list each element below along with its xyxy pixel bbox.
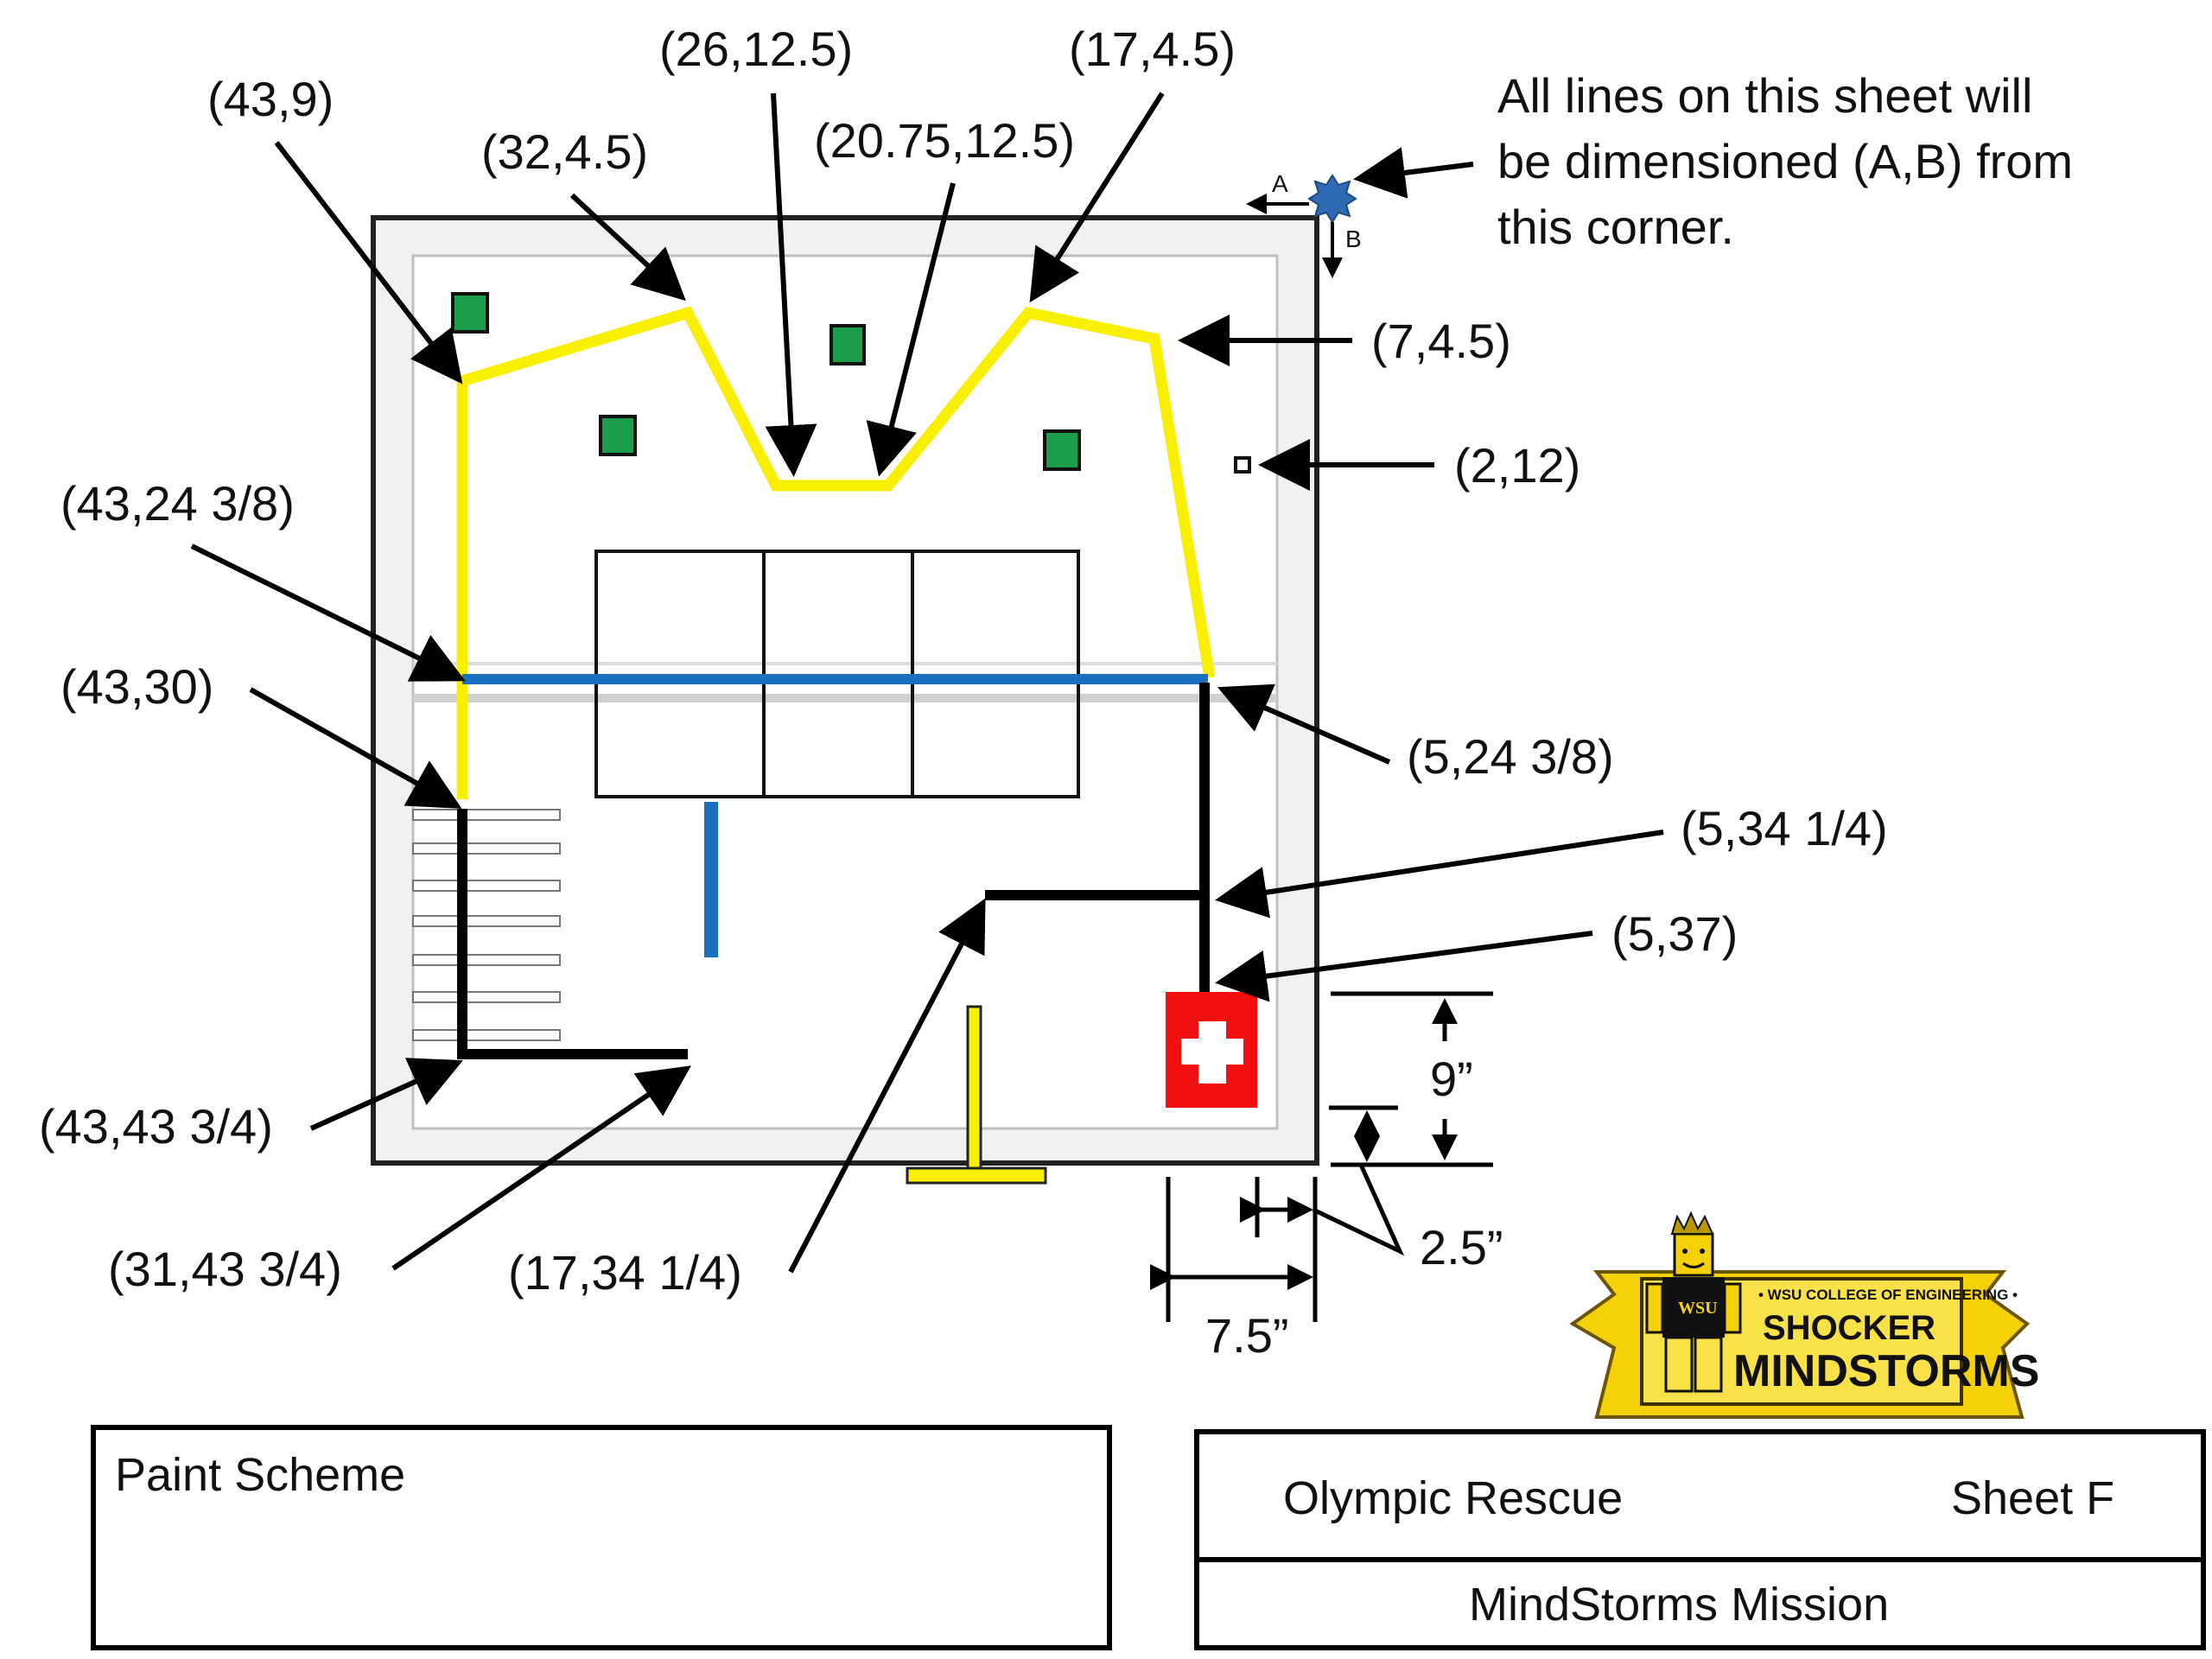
note-line-2: be dimensioned (A,B) from bbox=[1497, 134, 2073, 188]
minifigure-icon: WSU bbox=[1645, 1211, 1742, 1393]
label-31-43-3-4: (31,43 3/4) bbox=[108, 1242, 342, 1296]
label-32-4-5: (32,4.5) bbox=[481, 124, 648, 179]
green-markers bbox=[451, 292, 1081, 471]
green-marker bbox=[1043, 429, 1081, 471]
shocker-mindstorms-logo: • WSU COLLEGE OF ENGINEERING • SHOCKER M… bbox=[1569, 1211, 2039, 1419]
note-line-1: All lines on this sheet will bbox=[1497, 68, 2032, 123]
label-7-4-5: (7,4.5) bbox=[1371, 314, 1511, 368]
axis-a-label: A bbox=[1272, 170, 1288, 197]
paint-scheme-label: Paint Scheme bbox=[115, 1449, 405, 1501]
label-2-12: (2,12) bbox=[1454, 438, 1580, 493]
label-43-43-3-4: (43,43 3/4) bbox=[39, 1099, 273, 1154]
black-lines bbox=[457, 683, 1210, 1059]
label-17-34-1-4: (17,34 1/4) bbox=[508, 1245, 742, 1300]
sheet-label: Sheet F bbox=[1951, 1472, 2114, 1524]
small-square-marker bbox=[1234, 456, 1251, 474]
point-labels: (43,9) (32,4.5) (26,12.5) (20.75,12.5) (… bbox=[39, 22, 1888, 1300]
green-marker bbox=[451, 292, 489, 334]
green-marker bbox=[830, 324, 866, 365]
label-5-24-3-8: (5,24 3/8) bbox=[1407, 729, 1614, 784]
dimension-note: All lines on this sheet will be dimensio… bbox=[1353, 68, 2073, 254]
label-43-24-3-8: (43,24 3/8) bbox=[60, 476, 295, 531]
label-43-30: (43,30) bbox=[60, 659, 213, 714]
label-26-12-5: (26,12.5) bbox=[659, 22, 853, 76]
dimension-labels: 9” 2.5” 7.5” bbox=[1205, 1052, 1503, 1363]
leader-arrows bbox=[190, 92, 1664, 1274]
minifigure-shirt-text: WSU bbox=[1678, 1299, 1718, 1318]
dimension-lines bbox=[1150, 991, 1493, 1322]
mission-name: Olympic Rescue bbox=[1283, 1472, 1623, 1524]
origin-star-icon: A B bbox=[1246, 170, 1362, 278]
yellow-t-post bbox=[906, 1005, 1047, 1185]
label-5-37: (5,37) bbox=[1611, 906, 1738, 961]
logo-line-1: SHOCKER bbox=[1763, 1309, 1936, 1347]
mission-footer: MindStorms Mission bbox=[1469, 1579, 1889, 1630]
red-cross-icon bbox=[1166, 992, 1257, 1108]
logo-line-2: MINDSTORMS bbox=[1733, 1346, 2039, 1396]
ladder-steps bbox=[412, 809, 561, 1041]
axis-b-label: B bbox=[1345, 226, 1362, 252]
note-line-3: this corner. bbox=[1497, 200, 1734, 254]
logo-college-text: • WSU COLLEGE OF ENGINEERING • bbox=[1758, 1287, 2018, 1303]
dimension-9in: 9” bbox=[1430, 1052, 1473, 1106]
dimension-2-5in: 2.5” bbox=[1420, 1220, 1503, 1274]
label-5-34-1-4: (5,34 1/4) bbox=[1681, 801, 1888, 855]
mission-title-block: Olympic Rescue Sheet F MindStorms Missio… bbox=[1194, 1429, 2206, 1650]
paint-scheme-box: Paint Scheme bbox=[91, 1425, 1112, 1650]
green-marker bbox=[599, 415, 637, 456]
label-17-4-5: (17,4.5) bbox=[1069, 22, 1236, 76]
label-43-9: (43,9) bbox=[207, 72, 334, 126]
dimension-7-5in: 7.5” bbox=[1205, 1308, 1289, 1363]
yellow-line bbox=[456, 306, 1216, 799]
label-20-75-12-5: (20.75,12.5) bbox=[814, 113, 1075, 168]
